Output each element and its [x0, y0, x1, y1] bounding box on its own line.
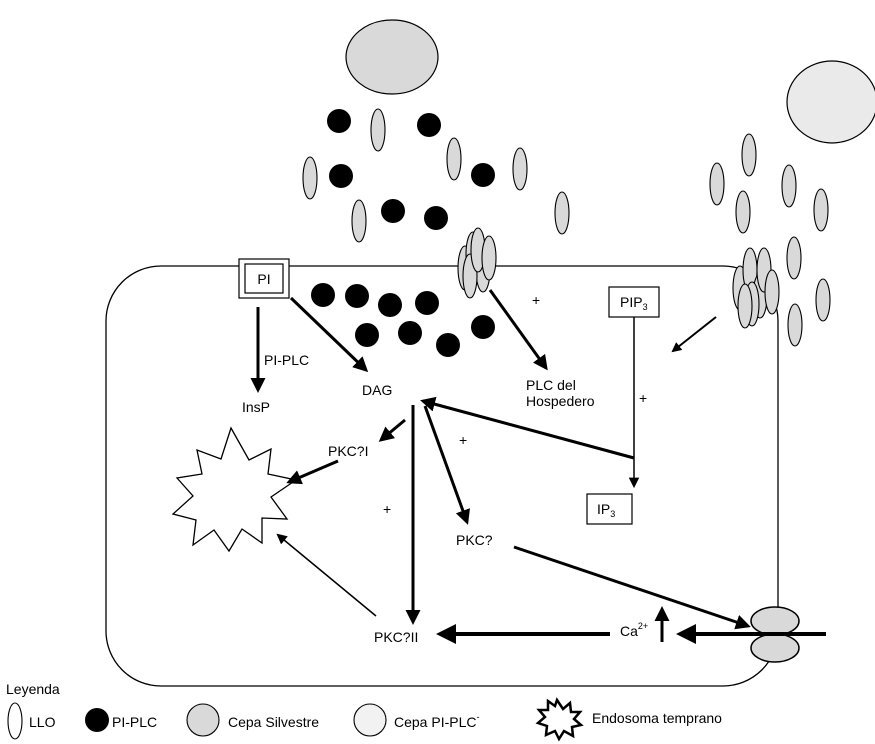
arrow-pkc-delta-to-channel [513, 545, 751, 630]
pi-label: PI [257, 271, 270, 287]
arrow-ip3-to-dag [420, 396, 635, 460]
llo-molecule [512, 147, 528, 191]
wild-type-bacterium [345, 19, 439, 95]
pip3-subscript: 3 [643, 302, 648, 312]
arrow-pi-to-dag [289, 296, 369, 373]
arrow-pkc-beta2-to-endosome [276, 533, 377, 617]
legend-mutant-superscript: - [476, 712, 479, 722]
legend-endosome-swatch [535, 697, 584, 742]
arrow-dag-to-pkc-beta1 [378, 418, 406, 442]
legend-llo-swatch [7, 702, 23, 740]
legend-wild-label: Cepa Silvestre [228, 714, 319, 730]
legend-mutant-swatch [353, 703, 387, 737]
pi-plc-molecule [327, 109, 351, 133]
pi-plc-molecule [424, 206, 448, 230]
pkc-beta2-label: PKC?II [374, 629, 418, 645]
mutant-bacterium [786, 60, 875, 144]
calcium-channel [750, 606, 800, 663]
legend-pi-plc-swatch [85, 708, 109, 732]
ip3-box [586, 493, 633, 525]
extracellular-llo-mutant-group [709, 133, 831, 347]
llo-molecule [446, 137, 462, 181]
early-endosome [171, 426, 298, 553]
legend-wild-swatch [186, 703, 220, 737]
pi-plc-label: PI-PLC [264, 352, 309, 368]
pkc-delta-label: PKC? [456, 532, 493, 548]
pip3-label: PIP3 [620, 294, 648, 312]
pi-plc-molecule [471, 163, 495, 187]
pip3-box [608, 286, 660, 318]
arrows [250, 289, 826, 644]
plus-sign-pkc-delta: + [459, 432, 467, 448]
pi-plc-molecule [417, 113, 441, 137]
legend-llo-label: LLO [29, 714, 56, 730]
plc-host-label-line2: Hospedero [526, 393, 595, 409]
pi-plc-molecule [381, 199, 405, 223]
arrow-to-host-plc [488, 289, 548, 371]
llo-pore-mutant [732, 247, 780, 329]
ip3-label: IP3 [597, 501, 615, 519]
insp-label: InsP [242, 399, 270, 415]
plus-sign-pkc-beta2: + [383, 501, 391, 517]
ip3-subscript: 3 [610, 509, 615, 519]
arrow-pkc-beta1-to-endosome [286, 459, 339, 485]
llo-molecule [554, 191, 570, 235]
plus-sign-pip3: + [639, 390, 647, 406]
dag-label: DAG [362, 382, 392, 398]
legend: Leyenda LLO PI-PLC Cepa Silvestre Cepa P… [6, 681, 722, 742]
legend-pi-plc-label: PI-PLC [112, 714, 157, 730]
plus-sign-host-plc: + [532, 292, 540, 308]
legend-title: Leyenda [6, 681, 60, 697]
host-cell [105, 265, 779, 687]
extracellular-pi-plc-group [327, 109, 495, 230]
llo-molecule [370, 108, 386, 152]
llo-pore-wild [457, 227, 497, 299]
pkc-beta1-label: PKC?I [328, 443, 368, 459]
llo-molecule [302, 156, 318, 200]
extracellular-llo-wild-group [302, 108, 570, 243]
legend-endosome-label: Endosoma temprano [592, 710, 722, 726]
legend-mutant-label: Cepa PI-PLC- [394, 712, 479, 730]
llo-molecule [351, 199, 367, 243]
ca-superscript: 2+ [638, 621, 648, 631]
arrow-llo-to-pip3 [671, 316, 717, 353]
pi-box-inner [244, 263, 284, 294]
plc-host-label-line1: PLC del [526, 377, 576, 393]
ca-label: Ca2+ [620, 621, 648, 639]
intracellular-pi-plc-group [311, 283, 495, 357]
pi-plc-molecule [329, 164, 353, 188]
arrow-dag-to-pkc-delta [423, 405, 470, 525]
